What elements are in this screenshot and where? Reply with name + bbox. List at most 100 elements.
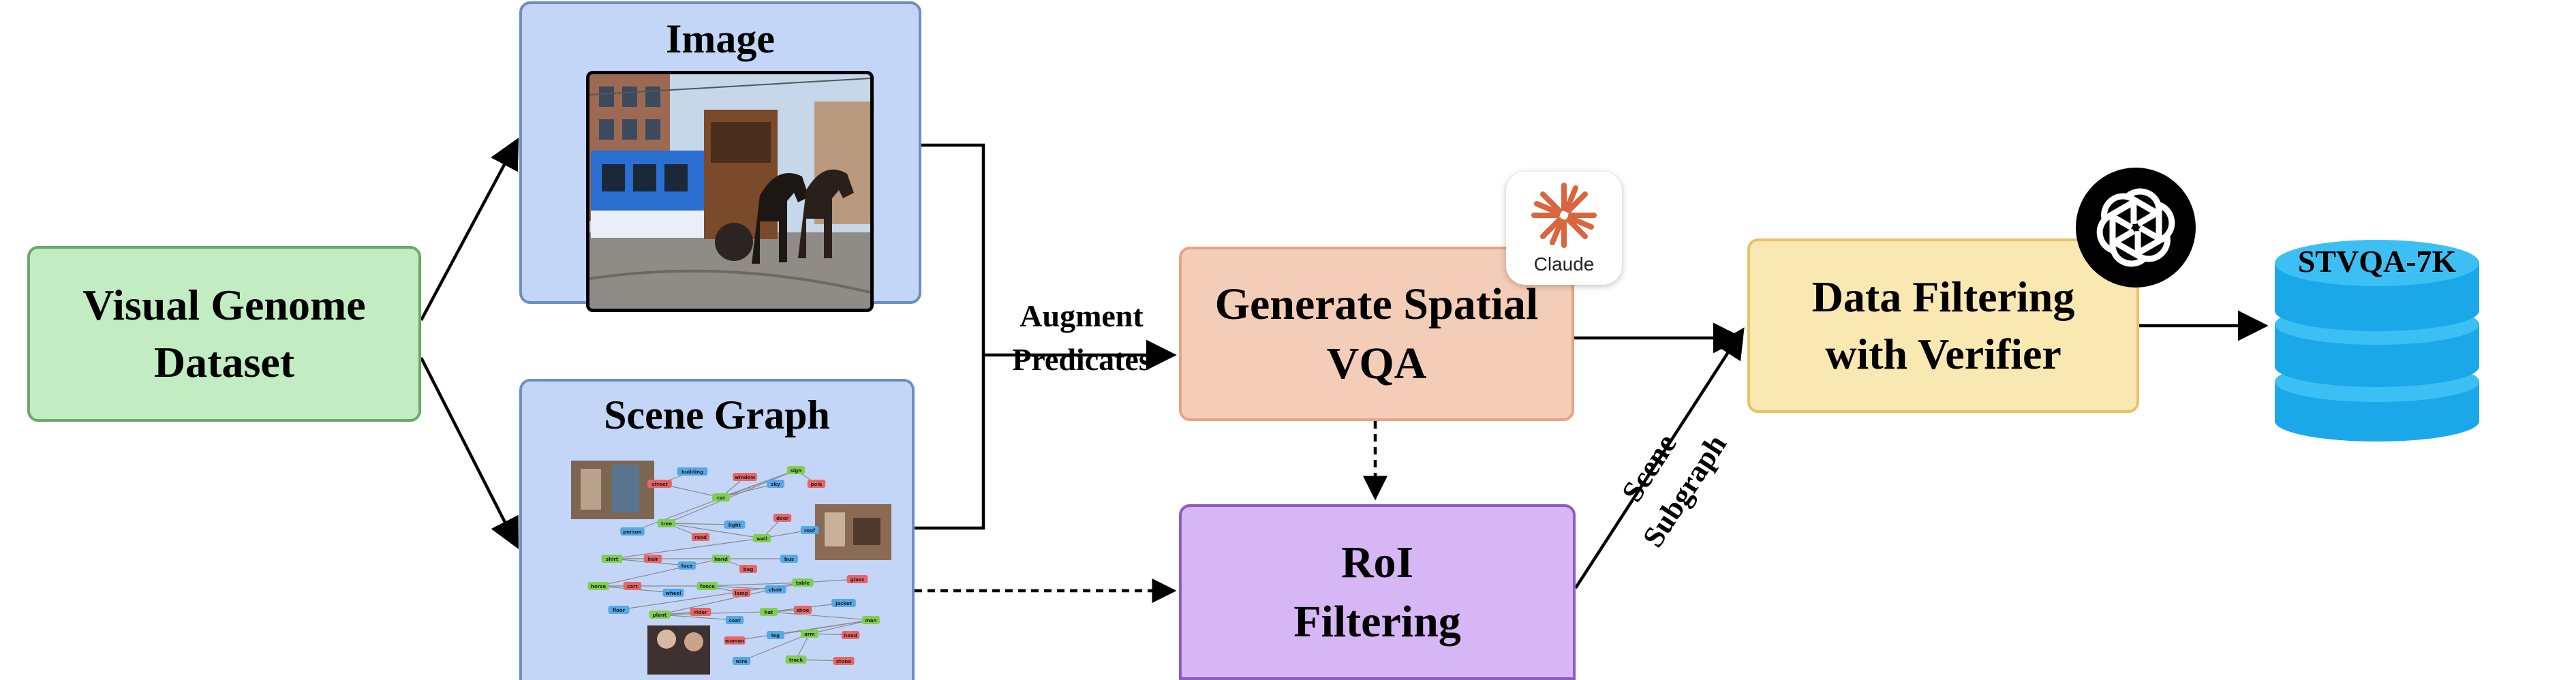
svg-text:woman: woman — [725, 638, 744, 644]
scene-graph-node: leg — [767, 631, 784, 639]
scene-graph-node: face — [677, 561, 696, 570]
svg-text:glass: glass — [850, 577, 864, 583]
image-box: Image — [519, 1, 921, 312]
scene-graph-node: sky — [767, 480, 784, 488]
scene-graph-node: head — [841, 631, 860, 639]
svg-text:light: light — [729, 523, 741, 528]
arrow-visual-genome-to-image — [420, 138, 519, 322]
scene-graph-node: fence — [696, 582, 718, 590]
svg-text:bus: bus — [784, 557, 794, 562]
scene-graph-node: street — [647, 480, 672, 488]
scene-graph-node: stone — [833, 657, 855, 665]
scene-graph-node: shirt — [601, 555, 623, 563]
svg-text:rider: rider — [694, 610, 707, 615]
scene-graph-node: person — [620, 527, 645, 536]
scene-graph-node: bag — [739, 565, 757, 573]
scene-graph-node: woman — [724, 636, 746, 645]
scene-graph-node: bus — [780, 555, 798, 563]
svg-text:door: door — [776, 516, 789, 521]
scene-graph-thumb-bottom — [647, 625, 710, 675]
svg-text:wall: wall — [756, 536, 767, 542]
scene-graph-node: cart — [623, 582, 642, 590]
roi-line2: Filtering — [1293, 597, 1461, 647]
svg-text:street: street — [651, 482, 668, 487]
scene-graph-node: arm — [801, 630, 818, 638]
data-filtering-line1: Data Filtering — [1811, 272, 2075, 321]
scene-graph-node: hand — [711, 555, 731, 563]
generate-line2: VQA — [1326, 339, 1427, 388]
arrow-visual-genome-to-scene-graph — [419, 356, 519, 550]
claude-starburst-icon — [1531, 183, 1597, 248]
svg-text:horse: horse — [591, 584, 606, 589]
openai-knot-icon — [2076, 168, 2196, 288]
svg-text:plant: plant — [653, 613, 667, 618]
scene-graph-node: pole — [807, 480, 826, 488]
database-cylinder-icon — [2275, 240, 2479, 442]
scene-graph-node: wire — [732, 657, 751, 665]
visual-genome-line2: Dataset — [153, 338, 295, 386]
scene-graph-node: shoe — [793, 606, 812, 614]
svg-text:track: track — [789, 658, 803, 663]
roi-line1: RoI — [1340, 537, 1414, 587]
svg-text:chair: chair — [769, 587, 782, 593]
bracket-image-to-merge — [921, 143, 985, 355]
augment-line1: Augment — [1019, 298, 1144, 333]
svg-text:shirt: shirt — [606, 557, 619, 562]
scene-graph-title: Scene Graph — [604, 392, 830, 437]
visual-genome-line1: Visual Genome — [82, 280, 366, 329]
scene-graph-node: roof — [800, 526, 819, 534]
scene-graph-node: horse — [587, 582, 609, 590]
scene-graph-node: table — [792, 578, 814, 587]
data-filtering-line2: with Verifier — [1825, 330, 2061, 378]
svg-text:person: person — [623, 529, 641, 535]
svg-text:tree: tree — [661, 521, 673, 527]
svg-text:jacket: jacket — [835, 601, 852, 606]
scene-graph-node: coat — [725, 616, 744, 624]
svg-text:face: face — [681, 563, 693, 569]
scene-graph-node: wall — [752, 534, 771, 542]
svg-text:road: road — [694, 535, 707, 540]
scene-graph-node: light — [724, 521, 746, 529]
svg-text:roof: roof — [804, 528, 816, 534]
svg-text:wire: wire — [735, 659, 747, 664]
scene-graph-node: jacket — [831, 599, 856, 607]
scene-graph-node: wheel — [662, 589, 684, 597]
scene-graph-node: man — [862, 616, 880, 624]
svg-text:cart: cart — [627, 584, 638, 589]
svg-text:coat: coat — [729, 618, 741, 623]
svg-text:floor: floor — [613, 608, 626, 613]
bracket-scene-graph-to-merge — [915, 355, 985, 530]
svg-text:table: table — [796, 581, 810, 586]
scene-graph-node: lamp — [732, 589, 751, 597]
image-title: Image — [666, 16, 775, 61]
svg-text:arm: arm — [804, 632, 814, 637]
svg-text:window: window — [735, 475, 756, 480]
scene-graph-node: building — [677, 467, 708, 476]
svg-text:wheel: wheel — [665, 591, 681, 596]
augment-predicates-label: Augment Predicates — [996, 294, 1167, 382]
scene-graph-node: hair — [643, 555, 662, 563]
svg-text:car: car — [717, 495, 726, 501]
svg-text:stone: stone — [836, 659, 851, 664]
data-filtering-box: Data Filtering with Verifier — [1747, 238, 2139, 413]
scene-graph-node: sign — [786, 466, 806, 474]
scene-graph-node: car — [712, 493, 730, 501]
svg-text:building: building — [681, 469, 703, 475]
scene-graph-node: chair — [765, 585, 786, 593]
svg-text:leg: leg — [771, 633, 780, 638]
svg-text:hat: hat — [764, 610, 773, 615]
scene-graph-node: hat — [760, 608, 778, 616]
visual-genome-dataset-box: Visual Genome Dataset — [27, 246, 421, 422]
scene-graph-node: plant — [649, 611, 671, 619]
scene-graph-node: floor — [608, 606, 630, 614]
database-label: STVQA-7K — [2297, 244, 2457, 279]
scene-graph-node: window — [733, 473, 757, 481]
scene-graph-node: tree — [657, 519, 676, 527]
svg-text:head: head — [844, 633, 857, 638]
claude-logo: Claude — [1506, 172, 1622, 285]
roi-filtering-box: RoI Filtering — [1179, 504, 1576, 680]
svg-text:hand: hand — [714, 557, 728, 562]
